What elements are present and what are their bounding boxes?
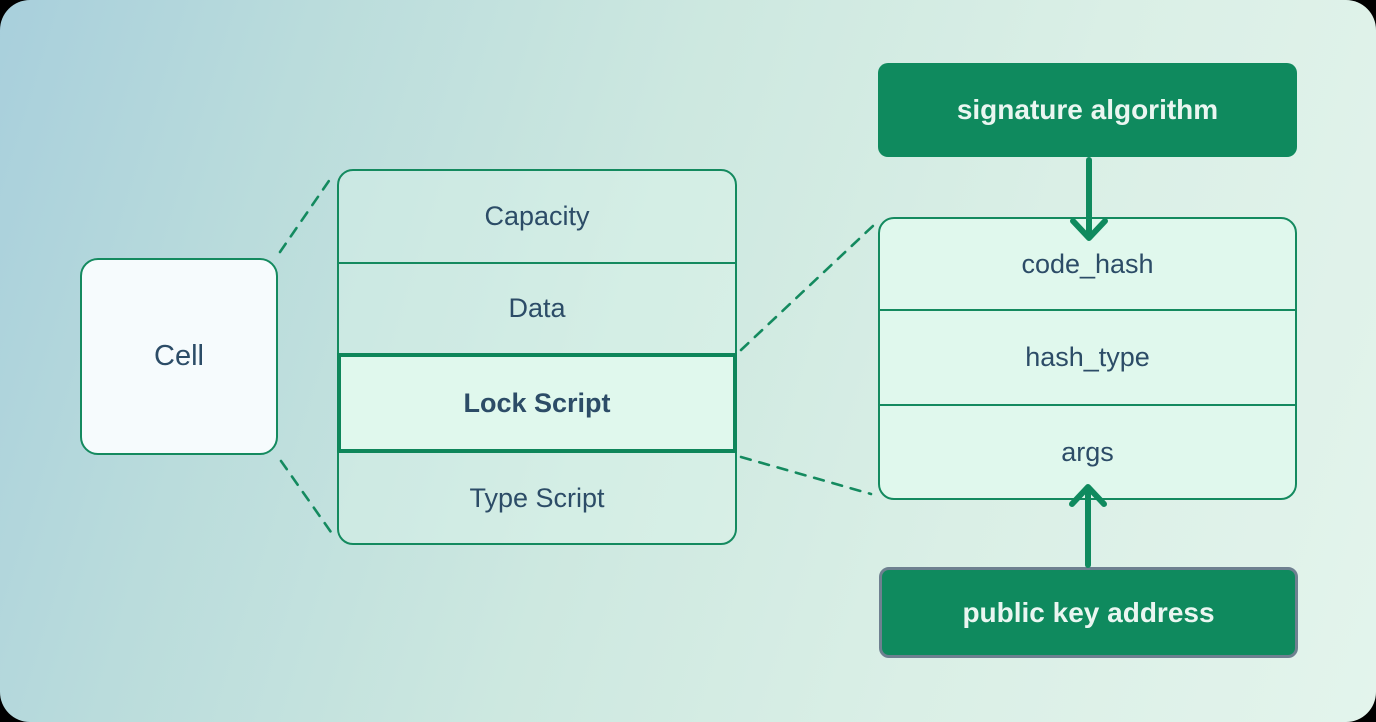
cell-fields-stack: Capacity Data Lock Script Type Script [337,169,737,545]
connector-lock-to-script-bottom [739,455,873,496]
public-key-address-box: public key address [879,567,1298,658]
public-key-address-label: public key address [962,596,1215,628]
data-label: Data [508,293,566,323]
lock-script-row: Lock Script [337,353,737,453]
lock-script-fields-stack: code_hash hash_type args [878,217,1297,500]
args-row: args [880,404,1295,498]
signature-algorithm-box: signature algorithm [878,63,1297,157]
code-hash-row: code_hash [880,219,1295,309]
data-row: Data [339,262,735,353]
connector-lock-to-script-top [739,222,877,352]
capacity-row: Capacity [339,171,735,262]
hash-type-label: hash_type [1025,342,1150,372]
connector-cell-to-fields-top [278,173,335,254]
hash-type-row: hash_type [880,309,1295,404]
connector-cell-to-fields-bottom [279,459,335,537]
capacity-label: Capacity [484,201,590,231]
code-hash-label: code_hash [1021,248,1154,279]
type-script-row: Type Script [339,453,735,543]
cell-box: Cell [80,258,278,455]
lock-script-label: Lock Script [463,387,611,418]
type-script-label: Type Script [469,482,605,513]
cell-label: Cell [154,340,204,372]
signature-algorithm-label: signature algorithm [956,94,1219,125]
args-label: args [1061,436,1114,467]
